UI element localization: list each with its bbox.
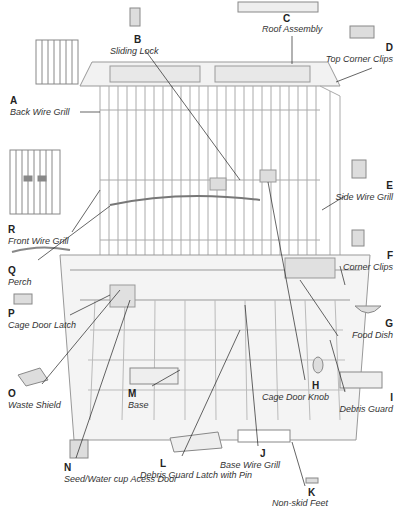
- part-name: Sliding Lock: [110, 46, 159, 57]
- callout-letter: I: [390, 392, 393, 403]
- part-name: Waste Shield: [8, 400, 61, 411]
- part-name: Cage Door Latch: [8, 320, 76, 331]
- callout-letter: J: [260, 448, 266, 459]
- callout-letter: R: [8, 224, 15, 235]
- part-name: Cage Door Knob: [262, 392, 329, 403]
- part-name: Perch: [8, 277, 32, 288]
- part-name: Back Wire Grill: [10, 107, 69, 118]
- part-name: Base Wire Grill: [220, 460, 280, 471]
- callout-letter: A: [10, 95, 17, 106]
- callout-letter: B: [134, 34, 141, 45]
- callout-letter: Q: [8, 265, 16, 276]
- callout-letter: L: [160, 458, 166, 469]
- part-name: Seed/Water cup Acess Door: [64, 474, 177, 485]
- part-name: Side Wire Grill: [336, 192, 393, 203]
- part-name: Base: [128, 400, 149, 411]
- callout-letter: K: [308, 487, 315, 498]
- callout-letter: M: [128, 388, 136, 399]
- callout-letter: P: [8, 308, 15, 319]
- callout-letter: G: [385, 318, 393, 329]
- callout-letter: E: [386, 180, 393, 191]
- part-name: Corner Clips: [343, 262, 393, 273]
- callout-letter: O: [8, 388, 16, 399]
- callout-letter: F: [387, 250, 393, 261]
- part-name: Food Dish: [352, 330, 393, 341]
- part-name: Debris Guard: [339, 404, 393, 415]
- part-name: Front Wire Grill: [8, 236, 68, 247]
- callout-letter: H: [312, 380, 319, 391]
- part-name: Top Corner Clips: [326, 54, 393, 65]
- callout-letter: N: [64, 462, 71, 473]
- part-name: Non-skid Feet: [272, 498, 328, 509]
- callout-letter: D: [386, 42, 393, 53]
- callout-letter: C: [283, 13, 290, 24]
- part-name: Roof Assembly: [262, 24, 322, 35]
